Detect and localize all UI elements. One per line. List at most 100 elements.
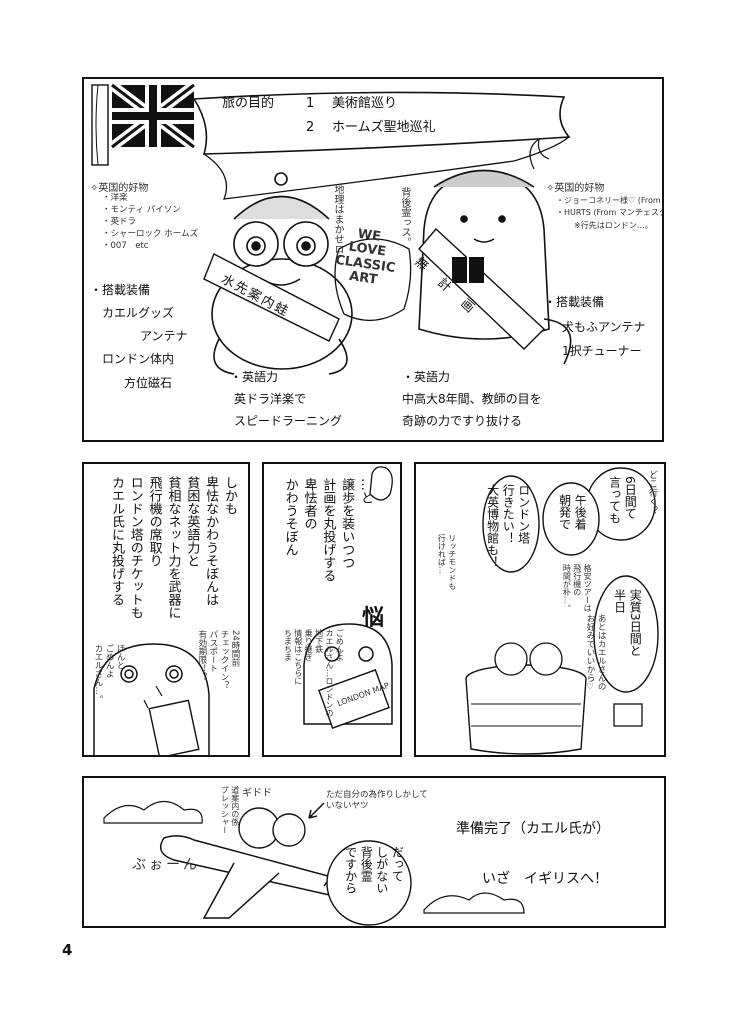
frog-equip-line: 方位磁石 (124, 376, 173, 390)
frog-english-title: ・英語力 (230, 370, 279, 384)
bubble-5 (593, 575, 659, 693)
well-icon (465, 664, 587, 755)
ghost-equip-line: 1択チューナー (562, 344, 642, 358)
panel1-narration: しかも 卑怯なかわうそぼんは 貧困な英語力と 貧相なネット力を武器に 飛行機の席… (106, 476, 238, 676)
bubble-line: だって (390, 846, 405, 882)
ghost-character (494, 642, 528, 676)
panel2-notes: ごめんよ カエルさん…ロンドンの 地下鉄 乗り継ぎ 情報はこちらに ちまちま (282, 629, 344, 739)
frog-sash (203, 253, 340, 342)
ghost-favorites-title: ✧英国的好物 (546, 183, 605, 194)
purpose-item2-number: 2 (306, 120, 315, 135)
purpose-item1-number: 1 (306, 96, 315, 111)
bubble-line: 背後霊 (359, 846, 374, 882)
bubble-2 (542, 482, 600, 556)
ghost-english-line: 中高大8年間、教師の目を (402, 392, 542, 406)
ghost-favorite-item: ・ジョーコネリー様♡ (From スコットランド) (556, 196, 662, 205)
flame-icon (529, 137, 550, 170)
bubble-line: ですから (343, 846, 358, 894)
bubble-line: 午後着 (573, 494, 588, 530)
ghost-favorite-item: ・HURTS (From マンチェスター) (556, 208, 662, 218)
note-line: 時間が朴…。 (562, 564, 572, 612)
ghost-english-line: 奇跡の力ですり抜ける (402, 414, 523, 428)
bubble-line: ロンドン塔 (516, 484, 531, 544)
ghost-equip-title: ・搭載装備 (544, 295, 605, 309)
bubble-line: 6日間て (623, 476, 638, 520)
panel-bottom: ぶぉーん ギドド 道案内の係 プレッシャー ただ自分の為作りしかしていないヤツ … (82, 776, 666, 928)
frog-favorites-title: ✧英国的好物 (90, 183, 149, 194)
note-line: あとはカエルさんの (596, 614, 607, 691)
narration-column: 譲歩を装いつつ (339, 478, 355, 569)
panel-row2-middle: …と 譲歩を装いつつ 計画を丸投げする 卑怯者の かわうそぼん 悩 ごめんよ カ… (262, 462, 402, 757)
bubble-text-2: 午後着 朝発で (556, 494, 588, 554)
bubble-line: しがない (374, 846, 389, 894)
center-art-text: WE LOVE CLASSIC ART (332, 225, 400, 290)
bubble-3 (482, 475, 540, 573)
panel3-where: どこ行く？ (647, 470, 657, 515)
note-line: リッチモンドも (447, 534, 457, 590)
narration-column: 卑怯者の (301, 478, 317, 530)
note-line: チェックイン？ (218, 630, 229, 690)
bubble-line: 朝発で (557, 494, 572, 530)
cloud-icon (103, 800, 203, 824)
note-line: 24時間前 (230, 630, 240, 667)
note-line: カエルさん…ロンドンの (324, 629, 334, 717)
narration-column: ロンドン塔のチケットも (127, 476, 143, 619)
panel-row2-right: どこ行く？ 6日間て 言っても 午後着 朝発で ロンドン塔 行きたい！ 大英博物… (414, 462, 666, 757)
narration-column: カエル氏に丸投げする (108, 476, 124, 606)
panel1-apology: ほんと ごめんよ カエルさん…。 (92, 644, 125, 714)
narration-column: 貧困な英語力と (184, 476, 200, 567)
frog-favorite-item: ・007 etc (102, 240, 149, 251)
bottom-notes: 道案内の係 プレッシャー (219, 786, 240, 846)
narration-column: 飛行機の席取り (146, 476, 162, 567)
ghost-character (418, 169, 572, 365)
frog-equip-line: カエルグッズ (102, 306, 175, 320)
bubble-text: だって しがない 背後霊 ですから (342, 846, 405, 924)
panel2-narration: …と 譲歩を装いつつ 計画を丸投げする 卑怯者の かわうそぼん (280, 478, 374, 628)
annotation-note: ただ自分の為作りしかしていないヤツ (326, 790, 428, 812)
purpose-item2-text: ホームズ聖地巡礼 (332, 120, 436, 135)
panel2-art (303, 466, 393, 729)
bottom-panel-art (103, 800, 525, 926)
note-line: 飛行機の (572, 564, 582, 596)
panel-top: 旅の目的 1 美術館巡り 2 ホームズ聖地巡礼 ✧英国的好物 ・洋楽 ・モンティ… (82, 77, 664, 442)
narration-column: …と (358, 478, 373, 504)
ghost-favorite-item: ※行先はロンドン…。 (574, 220, 653, 230)
note-line: パスポート (207, 630, 218, 673)
speech-bubble (326, 840, 412, 926)
narration-column: かわうそぼん (282, 478, 298, 556)
note-line: 道案内の係 (230, 786, 240, 826)
narration-column: 貧相なネット力を武器に (165, 476, 181, 619)
note-line: お好みでいいから♡ (585, 614, 596, 692)
bubble-line: 大英博物館も！ (485, 484, 500, 568)
frog-english-line: スピードラーニング (234, 414, 343, 428)
london-map-icon (318, 669, 390, 729)
cloud-icon (423, 892, 525, 914)
narration-column: 計画を丸投げする (320, 478, 336, 582)
bubble-line: 実質3日間と (628, 589, 643, 657)
top-panel-art (91, 81, 572, 375)
note-line: プレッシャー (220, 786, 230, 834)
panel1-art (93, 643, 210, 755)
union-jack-icon (108, 81, 198, 151)
purpose-item1-text: 美術館巡り (332, 96, 398, 111)
ghost-note: 背後霊っス。 (399, 187, 410, 247)
frog-english-line: 英ドラ洋楽で (234, 392, 307, 406)
note-line: 格安ツアーは (583, 564, 593, 612)
we-love-art-logo (334, 238, 412, 322)
note-line: 地下鉄 (314, 629, 324, 653)
frog-favorite-item: ・シャーロック ホームズ (102, 228, 198, 239)
bubble-text-5: 実質3日間と 半日 (611, 589, 643, 689)
note-line: カエルさん…。 (93, 644, 104, 704)
narration-column: 卑怯なかわうそぼんは (203, 476, 219, 606)
narration-column: しかも (222, 476, 237, 515)
ghost-equip-line: 犬もふアンテナ (562, 320, 646, 334)
note-line: 有効期限！？ (196, 630, 207, 681)
panel2-sfx: 悩 (362, 606, 385, 631)
ready-text: 準備完了（カエル氏が） (456, 821, 610, 837)
frog-equip-line: アンテナ (140, 329, 188, 343)
bubble-text-3: ロンドン塔 行きたい！ 大英博物館も！ (484, 484, 531, 574)
note-line: 行ければ… (437, 534, 447, 574)
bubble-line: 半日 (612, 589, 627, 613)
frog-favorite-item: ・洋楽 (102, 193, 128, 203)
panel3-richmond-note: リッチモンドも 行ければ… (436, 534, 457, 614)
